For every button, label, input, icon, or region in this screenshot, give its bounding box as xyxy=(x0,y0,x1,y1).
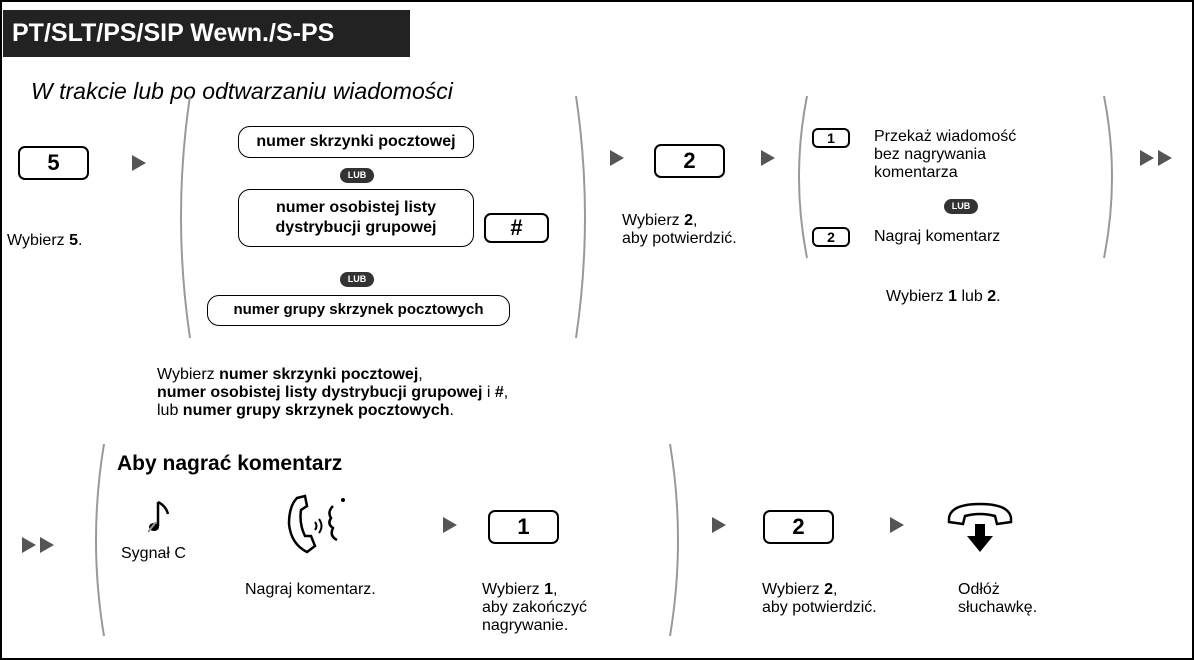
handset-talking-icon xyxy=(287,494,345,554)
option-mailbox-number: numer skrzynki pocztowej xyxy=(238,126,474,158)
key-5: 5 xyxy=(18,146,89,180)
key-1: 1 xyxy=(488,510,559,544)
or-badge: LUB xyxy=(340,272,374,287)
arrow-icon xyxy=(610,150,624,166)
key-2: 2 xyxy=(654,144,725,178)
left-paren-step4 xyxy=(798,95,808,259)
music-note-icon xyxy=(147,500,170,533)
step2-caption: Wybierz numer skrzynki pocztowej, numer … xyxy=(157,366,509,419)
or-badge: LUB xyxy=(944,199,978,214)
double-arrow-icon xyxy=(22,537,36,553)
page-title: PT/SLT/PS/SIP Wewn./S-PS xyxy=(3,10,410,57)
double-arrow-icon xyxy=(40,537,54,553)
double-arrow-icon xyxy=(1158,150,1172,166)
arrow-icon xyxy=(712,517,726,533)
arrow-icon xyxy=(890,517,904,533)
arrow-icon xyxy=(761,150,775,166)
key-2: 2 xyxy=(812,227,850,247)
right-paren-record xyxy=(669,443,679,637)
record-caption: Nagraj komentarz. xyxy=(245,581,376,598)
arrow-icon xyxy=(132,155,146,171)
right-paren-step4 xyxy=(1103,95,1113,259)
key-2: 2 xyxy=(763,510,834,544)
key-1: 1 xyxy=(812,128,850,148)
step4-caption: Wybierz 1 lub 2. xyxy=(886,288,1001,305)
option-mailbox-group-number: numer grupy skrzynek pocztowych xyxy=(207,295,510,326)
key2-caption: Wybierz 2,aby potwierdzić. xyxy=(762,581,877,616)
double-arrow-icon xyxy=(1140,150,1154,166)
procedure-subtitle: W trakcie lub po odtwarzaniu wiadomości xyxy=(31,78,453,104)
or-badge: LUB xyxy=(340,168,374,183)
record-section-title: Aby nagrać komentarz xyxy=(117,452,343,475)
on-hook-handset-icon xyxy=(947,502,1013,552)
key-hash: # xyxy=(484,213,549,243)
step1-caption: Wybierz 5. xyxy=(7,232,83,249)
option-record-comment: Nagraj komentarz xyxy=(874,228,1001,245)
tone-label: Sygnał C xyxy=(121,545,186,562)
left-paren-step2 xyxy=(180,95,191,339)
right-paren-step2 xyxy=(575,95,586,339)
left-paren-record xyxy=(95,443,105,637)
step3-caption: Wybierz 2,aby potwierdzić. xyxy=(622,212,737,247)
arrow-icon xyxy=(443,517,457,533)
